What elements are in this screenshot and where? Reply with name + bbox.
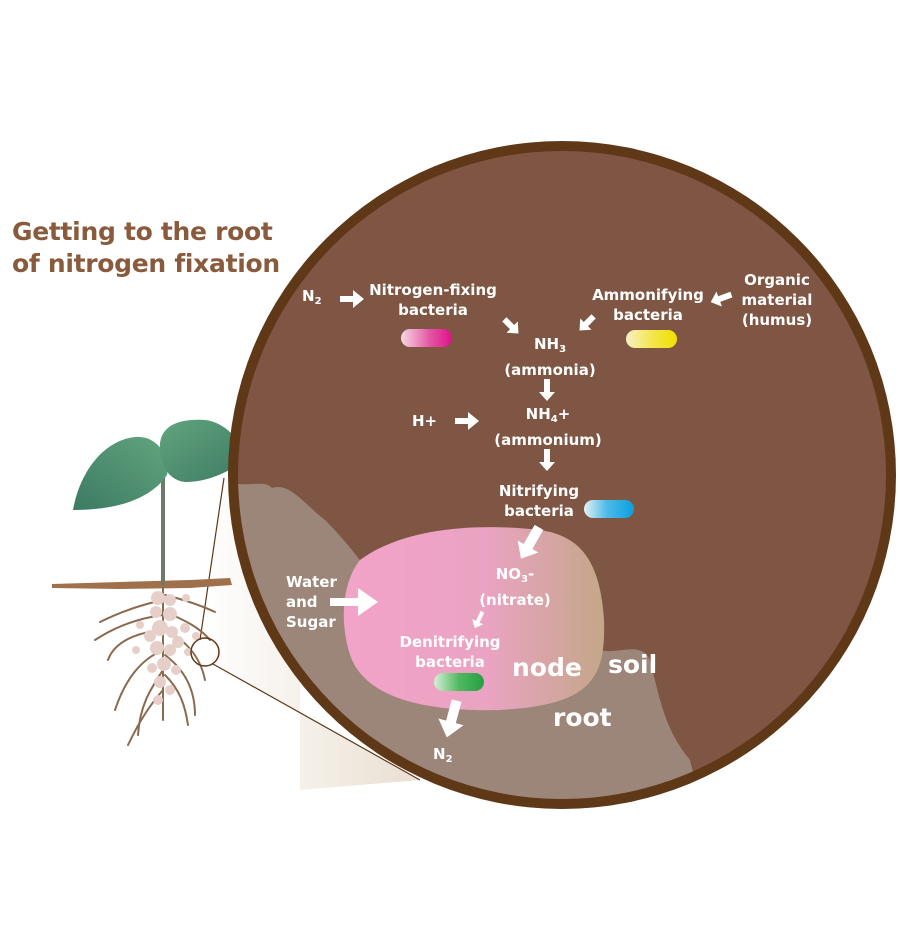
- nitrifying-bacteria-capsule-icon: [584, 500, 634, 518]
- label-line: Nitrifying: [498, 482, 580, 500]
- no3-suffix: -: [528, 565, 535, 583]
- zoom-line-top: [199, 477, 225, 641]
- n2-sub: 2: [314, 296, 322, 307]
- nitrogen-fixing-bacteria-capsule-icon: [401, 329, 452, 347]
- arrow-icon: [340, 290, 364, 308]
- diagram-title: Getting to the root of nitrogen fixation: [12, 216, 280, 280]
- label-line: Water: [286, 573, 337, 591]
- label-soil: soil: [608, 650, 658, 679]
- n2-sub: 2: [445, 754, 453, 765]
- label-h-plus: H+: [412, 412, 438, 430]
- label-line: Ammonifying: [592, 286, 704, 304]
- arrow-icon: [455, 412, 479, 430]
- arrow-icon: [539, 449, 555, 471]
- nh4-name: (ammonium): [494, 431, 602, 449]
- nh4-sub: 4: [550, 414, 558, 425]
- ground-line: [52, 578, 232, 589]
- label-line: Sugar: [286, 613, 336, 631]
- nh3-name: (ammonia): [504, 361, 596, 379]
- label-line: bacteria: [504, 502, 574, 520]
- label-line: material: [741, 291, 813, 309]
- arrow-icon: [472, 610, 485, 629]
- label-ammonium: NH4+ (ammonium): [492, 404, 604, 450]
- label-line: Nitrogen-fixing: [369, 281, 497, 299]
- label-nitrifying-bacteria: Nitrifying bacteria: [494, 481, 584, 521]
- nh3-formula: NH3: [498, 334, 602, 360]
- arrow-icon: [438, 699, 464, 738]
- label-line: bacteria: [398, 301, 468, 319]
- root-node: [343, 527, 605, 711]
- label-ammonifying-bacteria: Ammonifying bacteria: [587, 285, 709, 325]
- label-n2-output: N2: [433, 744, 453, 770]
- arrow-icon: [330, 588, 378, 616]
- label-root: root: [553, 703, 612, 732]
- label-line: and: [286, 593, 318, 611]
- root-nodules: [132, 591, 200, 705]
- n2-main: N: [433, 745, 446, 763]
- label-line: bacteria: [415, 653, 485, 671]
- zoom-line-bottom: [212, 663, 421, 781]
- no3-formula: NO3-: [470, 564, 560, 590]
- arrow-icon: [710, 291, 733, 307]
- label-line: (humus): [741, 311, 813, 329]
- label-organic-material: Organic material (humus): [736, 270, 818, 330]
- ammonifying-bacteria-capsule-icon: [626, 330, 677, 348]
- nh3-main: NH: [533, 335, 560, 353]
- no3-name: (nitrate): [479, 591, 551, 609]
- nh4-suffix: +: [557, 405, 571, 423]
- arrow-icon: [502, 317, 519, 334]
- arrow-icons: [330, 290, 733, 738]
- arrow-icon: [539, 379, 555, 401]
- label-line: Denitrifying: [399, 633, 501, 651]
- no3-sub: 3: [521, 574, 529, 585]
- n2-main: N: [302, 287, 315, 305]
- label-denitrifying-bacteria: Denitrifying bacteria: [392, 632, 508, 672]
- label-node: node: [512, 653, 582, 682]
- plant-leaf-left: [73, 436, 168, 510]
- nh4-formula: NH4+: [492, 404, 604, 430]
- arrow-icon: [517, 524, 544, 559]
- plant-leaf-right: [159, 419, 248, 482]
- no3-main: NO: [495, 565, 522, 583]
- label-line: Organic: [744, 271, 810, 289]
- label-nitrogen-fixing-bacteria: Nitrogen-fixing bacteria: [366, 280, 500, 320]
- nh3-sub: 3: [559, 344, 567, 355]
- denitrifying-bacteria-capsule-icon: [434, 673, 484, 691]
- arrow-icon: [579, 314, 596, 331]
- label-nitrate: NO3- (nitrate): [470, 564, 560, 610]
- label-line: bacteria: [613, 306, 683, 324]
- nh4-main: NH: [525, 405, 551, 423]
- title-line-1: Getting to the root: [12, 217, 273, 246]
- title-line-2: of nitrogen fixation: [12, 249, 280, 278]
- magnifier-circle-icon: [190, 637, 220, 667]
- label-n2-input: N2: [302, 286, 322, 312]
- plant-stem: [161, 470, 165, 585]
- label-ammonia: NH3 (ammonia): [498, 334, 602, 380]
- label-water-and-sugar: Water and Sugar: [286, 572, 337, 632]
